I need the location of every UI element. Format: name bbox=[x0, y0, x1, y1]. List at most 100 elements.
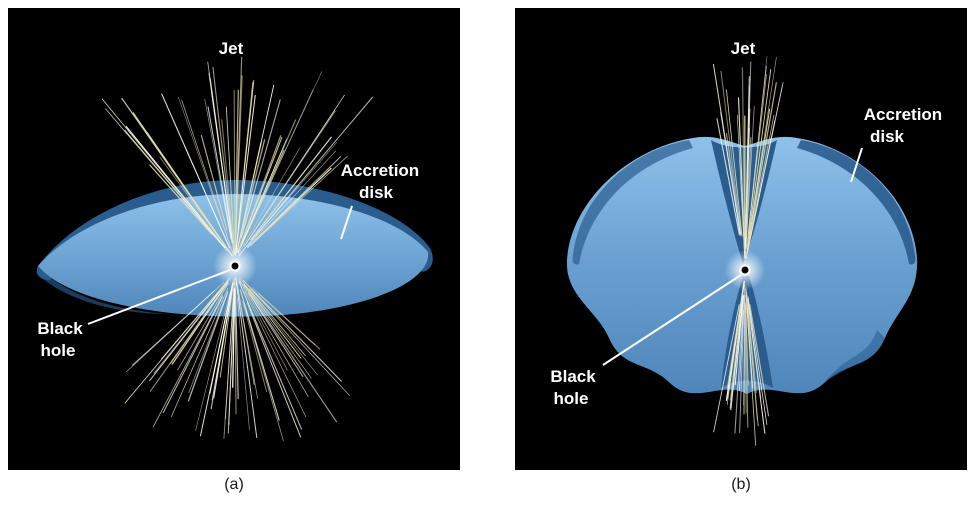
jet-line bbox=[200, 135, 228, 231]
jet-line bbox=[746, 82, 784, 253]
jet-line bbox=[208, 72, 234, 244]
jet-line bbox=[177, 282, 229, 371]
jet-upper-b bbox=[712, 56, 784, 260]
jet-line bbox=[734, 294, 744, 385]
jet-line bbox=[232, 287, 236, 388]
accretion-pointer-line-a bbox=[340, 205, 353, 240]
jet-line bbox=[713, 304, 740, 433]
jet-line bbox=[237, 138, 287, 254]
jet-label-b: Jet bbox=[731, 39, 756, 58]
jet-line bbox=[238, 280, 303, 430]
accretion-label-line1-b: Accretion bbox=[864, 105, 942, 124]
jet-line bbox=[725, 89, 743, 237]
jet-line bbox=[224, 282, 235, 420]
jet-line bbox=[236, 280, 259, 399]
jet-line bbox=[240, 71, 323, 248]
jet-line bbox=[739, 284, 746, 433]
jet-line bbox=[250, 288, 350, 396]
jet-line bbox=[746, 65, 767, 250]
jet-line bbox=[237, 277, 288, 371]
jet-line bbox=[745, 114, 775, 258]
jet-line bbox=[741, 67, 746, 249]
jet-line bbox=[745, 288, 754, 389]
jet-line bbox=[234, 288, 239, 400]
jet-line bbox=[747, 299, 762, 399]
jet-line bbox=[256, 167, 332, 240]
black-hole-dot-b bbox=[739, 264, 751, 276]
jet-line bbox=[225, 106, 236, 255]
jet-line bbox=[170, 287, 229, 417]
jet-line bbox=[745, 106, 755, 247]
jet-line bbox=[221, 119, 235, 247]
jet-line bbox=[248, 288, 306, 357]
jet-line bbox=[729, 294, 744, 409]
accretion-label-line1-a: Accretion bbox=[341, 161, 419, 180]
jet-line bbox=[720, 70, 742, 235]
jet-line bbox=[161, 93, 231, 249]
black-hole-pointer-line-a bbox=[87, 269, 231, 325]
accretion-label-line2-b: disk bbox=[870, 127, 905, 146]
jet-line bbox=[243, 284, 312, 379]
black-hole-pointer-line-b bbox=[602, 274, 742, 366]
jet-line bbox=[716, 118, 741, 236]
jet-line bbox=[181, 99, 235, 257]
jet-line bbox=[745, 108, 751, 238]
jet-line bbox=[239, 289, 280, 421]
jet-line bbox=[101, 98, 223, 245]
jet-line bbox=[169, 288, 224, 365]
jet-line bbox=[219, 288, 234, 378]
black-hole-dot-a bbox=[229, 260, 241, 272]
jet-line bbox=[235, 94, 256, 254]
jet-upper-a bbox=[101, 56, 374, 257]
jet-line bbox=[235, 79, 255, 256]
jet-line bbox=[152, 295, 223, 428]
jet-line bbox=[131, 290, 215, 366]
panel-b: Jet Accretion disk Black hole bbox=[515, 8, 967, 470]
jet-line bbox=[234, 89, 239, 238]
jet-lower-b bbox=[713, 280, 770, 446]
jet-line bbox=[242, 300, 268, 393]
panel-b-diagram: Jet Accretion disk Black hole bbox=[515, 8, 967, 470]
jet-line bbox=[242, 284, 338, 423]
jet-line bbox=[238, 96, 374, 257]
jet-label-a: Jet bbox=[219, 39, 244, 58]
caption-a: (a) bbox=[224, 476, 244, 493]
jet-line bbox=[124, 292, 219, 404]
panel-a-wrap: Jet Accretion disk Black hole (a) bbox=[8, 8, 460, 493]
jet-line bbox=[749, 304, 770, 417]
jet-line bbox=[243, 110, 336, 247]
panel-a-diagram: Jet Accretion disk Black hole bbox=[8, 8, 460, 470]
jet-line bbox=[233, 89, 236, 248]
jet-line bbox=[242, 279, 342, 382]
jet-line bbox=[162, 296, 224, 414]
black-hole-label-line2-a: hole bbox=[41, 341, 76, 360]
disk-fold-shadow-b bbox=[823, 330, 885, 384]
black-hole-label-line2-b: hole bbox=[554, 389, 589, 408]
jet-line bbox=[743, 294, 746, 415]
jet-line bbox=[747, 69, 772, 240]
jet-line bbox=[212, 66, 234, 239]
jet-line bbox=[195, 293, 231, 431]
jet-line bbox=[725, 132, 742, 235]
jet-line bbox=[734, 295, 745, 434]
jet-line bbox=[744, 305, 749, 428]
jet-line bbox=[239, 279, 309, 398]
jet-line bbox=[726, 305, 741, 389]
jet-line bbox=[104, 108, 228, 252]
disk-underside-edge-a bbox=[38, 266, 168, 314]
jet-line bbox=[237, 147, 301, 255]
jet-line bbox=[244, 290, 307, 418]
jet-line bbox=[240, 136, 283, 245]
panel-a: Jet Accretion disk Black hole bbox=[8, 8, 460, 470]
jet-line bbox=[146, 131, 231, 254]
jet-line bbox=[747, 296, 768, 425]
caption-b: (b) bbox=[731, 476, 751, 493]
jet-line bbox=[204, 98, 233, 244]
jet-line bbox=[235, 278, 258, 438]
jet-line bbox=[239, 277, 318, 376]
jet-line bbox=[237, 298, 250, 431]
jet-line bbox=[257, 292, 321, 350]
jet-line bbox=[746, 82, 777, 250]
accretion-label-line2-a: disk bbox=[359, 183, 394, 202]
